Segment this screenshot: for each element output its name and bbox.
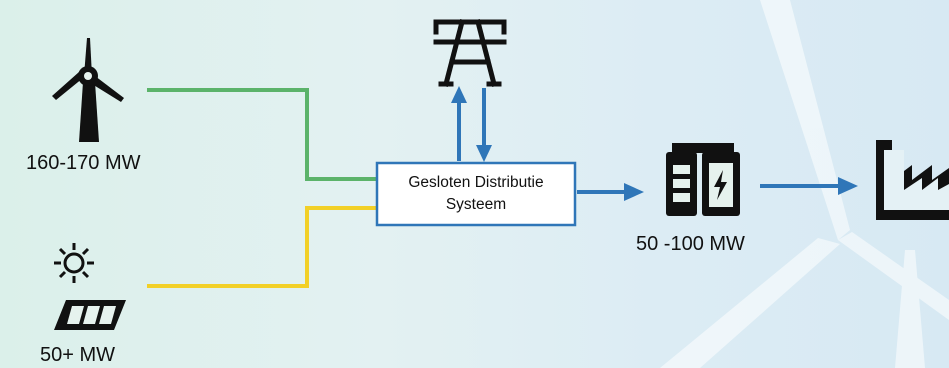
wind-turbine-icon — [52, 38, 124, 142]
distribution-system-box — [375, 161, 577, 227]
distribution-system-label: Gesloten Distributie Systeem — [377, 163, 575, 225]
wind-capacity-label: 160-170 MW — [26, 152, 141, 174]
grid-up-arrow — [451, 86, 467, 161]
grid-down-arrow — [476, 88, 492, 162]
solar-connection-line — [147, 206, 377, 288]
background-turbines — [660, 0, 949, 368]
solar-capacity-label: 50+ MW — [40, 344, 116, 366]
storage-flow-arrow — [577, 183, 644, 201]
sun-icon — [54, 243, 94, 283]
distribution-label-line2: Systeem — [445, 196, 507, 213]
wind-connection-line — [147, 88, 377, 181]
consumer-flow-arrow — [760, 177, 858, 195]
battery-storage-icon — [666, 143, 740, 216]
factory-icon — [876, 140, 949, 220]
distribution-label-line1: Gesloten Distributie — [408, 174, 544, 191]
transmission-tower-icon — [433, 18, 507, 88]
storage-capacity-label: 50 -100 MW — [636, 233, 745, 255]
solar-panel-icon — [54, 300, 126, 330]
